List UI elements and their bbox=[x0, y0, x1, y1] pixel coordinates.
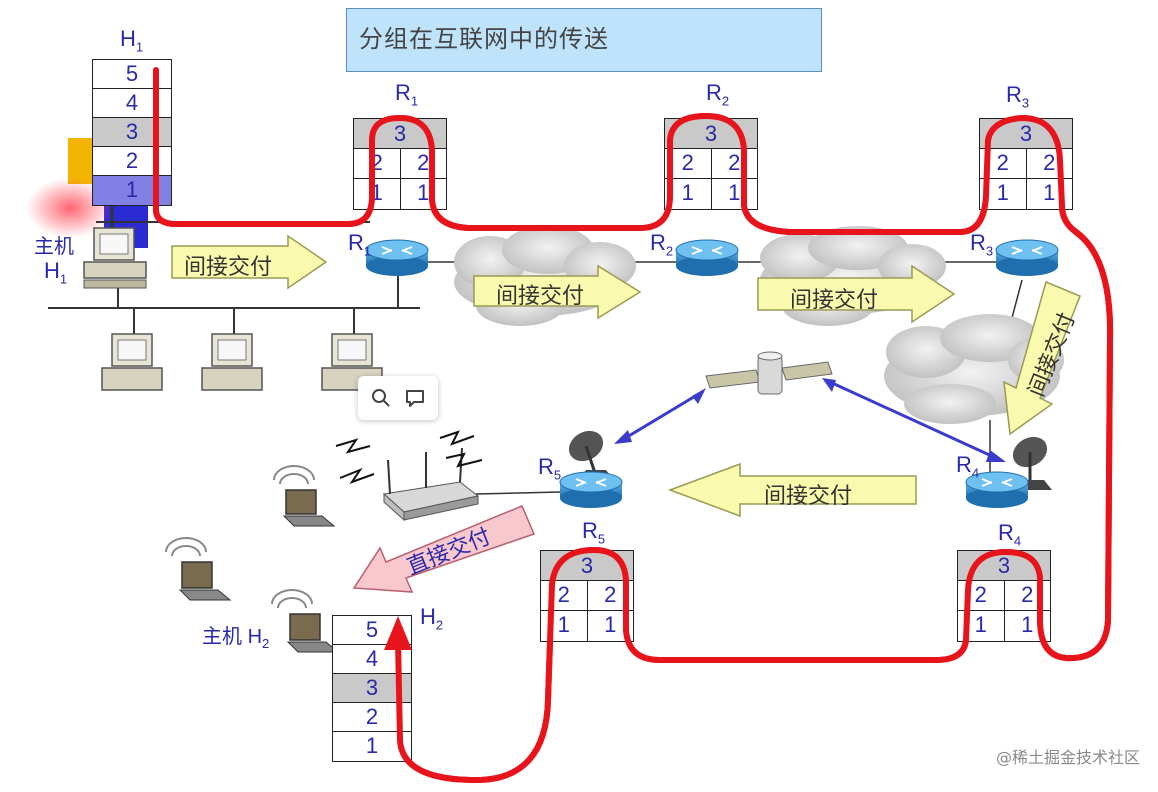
router-icon-r1 bbox=[365, 239, 429, 276]
r4-layer-2-right: 2 bbox=[1021, 582, 1034, 607]
r4-layer-3: 3 bbox=[958, 551, 1050, 581]
r1-icon-label: R1 bbox=[348, 230, 372, 259]
h2-stack-label: H2 bbox=[420, 604, 444, 633]
r4-stack-label: R4 bbox=[998, 520, 1022, 549]
comment-icon[interactable] bbox=[404, 387, 426, 409]
access-point-icon bbox=[335, 430, 483, 522]
h2-layer-5: 5 bbox=[333, 616, 411, 645]
laptop-icon-2 bbox=[165, 537, 232, 601]
arrow-indirect-5-label: 间接交付 bbox=[764, 484, 853, 509]
r1-layer-2-right: 2 bbox=[417, 150, 430, 175]
watermark: @稀土掘金技术社区 bbox=[995, 748, 1140, 767]
h1-icon-label: H1 bbox=[44, 258, 68, 287]
h2-layer-2: 2 bbox=[333, 703, 411, 732]
r3-layer-1-right: 1 bbox=[1043, 180, 1056, 205]
h1-layer-4: 4 bbox=[93, 89, 171, 118]
h1-layer-5: 5 bbox=[93, 60, 171, 89]
floating-toolbar bbox=[358, 376, 438, 420]
dish-icon-r5 bbox=[568, 430, 612, 478]
h1-layer-2: 2 bbox=[93, 147, 171, 176]
pc-icon-h1 bbox=[83, 227, 147, 289]
r5-stack-label: R5 bbox=[582, 518, 606, 547]
r5-layer-1-left: 1 bbox=[541, 611, 588, 641]
h2-layer-3: 3 bbox=[333, 674, 411, 703]
r1-stack-label: R1 bbox=[395, 80, 419, 109]
r3-stack-label: R3 bbox=[1006, 82, 1030, 111]
diagram-title: 分组在互联网中的传送 bbox=[359, 25, 609, 53]
r4-layer-1-right: 1 bbox=[1021, 612, 1034, 637]
r2-layer-1-right: 1 bbox=[728, 180, 741, 205]
arrow-indirect-2-label: 间接交付 bbox=[496, 284, 585, 309]
r5-icon-label: R5 bbox=[538, 454, 562, 483]
r3-icon-label: R3 bbox=[970, 230, 994, 259]
r2-layer-1-left: 1 bbox=[665, 179, 712, 209]
pc-icon-3 bbox=[201, 333, 263, 391]
r2-layer-2-left: 2 bbox=[665, 149, 712, 178]
r4-icon-label: R4 bbox=[956, 452, 980, 481]
h1-protocol-stack: 5 4 3 2 1 bbox=[92, 59, 172, 206]
arrow-indirect-1-label: 间接交付 bbox=[184, 255, 273, 280]
satellite-icon bbox=[705, 351, 833, 395]
packet-path bbox=[153, 67, 1114, 783]
r1-layer-2-left: 2 bbox=[354, 149, 401, 178]
h1-layer-1: 1 bbox=[93, 176, 171, 205]
arrow-indirect-3-label: 间接交付 bbox=[790, 288, 879, 313]
h1-layer-3: 3 bbox=[93, 118, 171, 147]
r4-layer-2-left: 2 bbox=[958, 581, 1005, 610]
router-icon-r2 bbox=[675, 239, 739, 276]
r5-layer-2-right: 2 bbox=[604, 582, 617, 607]
router-icon-r5 bbox=[559, 471, 623, 508]
r3-layer-2-left: 2 bbox=[980, 149, 1027, 178]
r1-layer-1-right: 1 bbox=[417, 180, 430, 205]
r2-layer-2-right: 2 bbox=[728, 150, 741, 175]
router-icon-r3 bbox=[995, 239, 1059, 276]
h1-stack-label: H1 bbox=[120, 26, 144, 55]
r2-icon-label: R2 bbox=[650, 230, 674, 259]
r4-layer-1-left: 1 bbox=[958, 611, 1005, 641]
r3-layer-2-right: 2 bbox=[1043, 150, 1056, 175]
r3-layer-1-left: 1 bbox=[980, 179, 1027, 209]
laptop-icon-h2 bbox=[271, 589, 340, 653]
search-icon[interactable] bbox=[370, 387, 392, 409]
r2-layer-3: 3 bbox=[665, 119, 757, 149]
r2-stack-label: R2 bbox=[706, 80, 730, 109]
title-box: 分组在互联网中的传送 bbox=[346, 8, 822, 72]
r3-layer-3: 3 bbox=[980, 119, 1072, 149]
h2-layer-4: 4 bbox=[333, 645, 411, 674]
r5-layer-2-left: 2 bbox=[541, 581, 588, 610]
h1-host-word: 主机 bbox=[34, 236, 74, 258]
h2-host-word: 主机 H2 bbox=[202, 626, 270, 651]
r1-layer-1-left: 1 bbox=[354, 179, 401, 209]
r5-layer-3: 3 bbox=[541, 551, 633, 581]
r5-layer-1-right: 1 bbox=[604, 612, 617, 637]
h2-protocol-stack: 5 4 3 2 1 bbox=[332, 615, 412, 762]
pc-icon-2 bbox=[101, 333, 163, 391]
r1-layer-3: 3 bbox=[354, 119, 446, 149]
laptop-icon-1 bbox=[273, 465, 336, 527]
h2-layer-1: 1 bbox=[365, 733, 379, 758]
